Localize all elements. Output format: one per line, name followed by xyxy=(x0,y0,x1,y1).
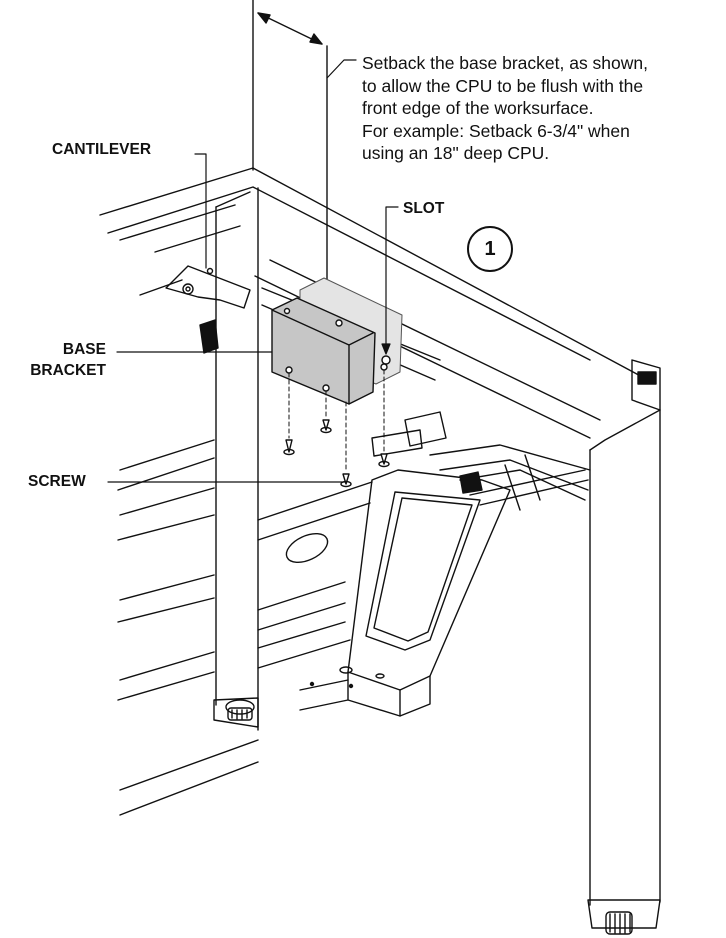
screw-label: SCREW xyxy=(28,473,86,490)
instruction-line: Setback the base bracket, as shown, xyxy=(362,53,648,73)
callout-leaders xyxy=(107,59,399,483)
cantilever-label: CANTILEVER xyxy=(52,141,152,158)
frame-details xyxy=(371,411,591,511)
bracket-label: BRACKET xyxy=(30,362,106,379)
instruction-line: to allow the CPU to be flush with the xyxy=(362,75,644,96)
setback-dimension xyxy=(252,0,328,286)
base-label: BASE xyxy=(62,341,106,358)
base-bracket xyxy=(271,277,403,405)
left-leg xyxy=(213,187,259,731)
worksurface-frame xyxy=(99,167,649,381)
cantilever-arm xyxy=(165,265,251,354)
setback-instruction: Setback the base bracket, as shown, to a… xyxy=(362,52,722,165)
step-number-badge: 1 xyxy=(467,226,513,272)
instruction-line: For example: Setback 6-3/4" when xyxy=(362,120,630,141)
instruction-line: using an 18" deep CPU. xyxy=(362,143,550,163)
instruction-line: front edge of the worksurface. xyxy=(362,98,594,118)
center-support xyxy=(299,469,511,717)
slot-label: SLOT xyxy=(403,200,445,217)
right-leg xyxy=(587,359,661,935)
